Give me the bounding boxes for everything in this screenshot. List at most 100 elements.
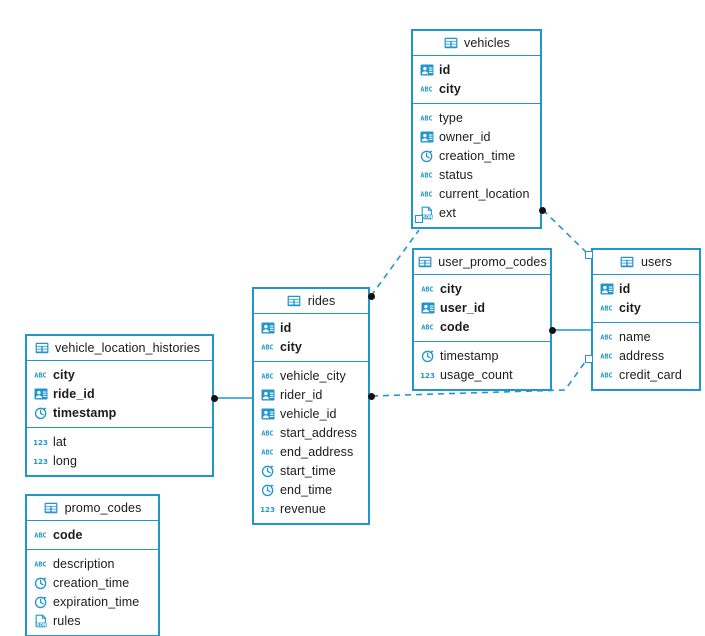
column-row[interactable]: start_time (254, 461, 368, 480)
badge-icon (260, 320, 275, 335)
column-name: start_time (280, 463, 336, 478)
column-row[interactable]: ABC city (413, 79, 540, 98)
column-name: end_address (280, 444, 354, 459)
table-header[interactable]: vehicles (413, 31, 540, 56)
abc-icon: ABC (260, 425, 275, 440)
number-icon: 123 (260, 501, 275, 516)
abc-icon: ABC (599, 300, 614, 315)
column-row[interactable]: 123 long (27, 451, 212, 470)
endpoint-marker-square-users-left (585, 355, 593, 363)
column-row[interactable]: rider_id (254, 385, 368, 404)
table-grid-icon (34, 341, 49, 356)
svg-text:JSON: JSON (420, 214, 433, 219)
column-row[interactable]: ABC vehicle_city (254, 366, 368, 385)
column-row[interactable]: 123 revenue (254, 499, 368, 518)
column-row[interactable]: timestamp (27, 403, 212, 422)
badge-icon (33, 386, 48, 401)
svg-text:123: 123 (260, 504, 275, 513)
badge-icon (419, 129, 434, 144)
column-name: city (439, 81, 461, 96)
svg-text:ABC: ABC (600, 371, 612, 379)
json-icon: JSON (33, 613, 48, 628)
clock-icon (33, 405, 48, 420)
abc-icon: ABC (260, 368, 275, 383)
column-row[interactable]: JSON rules (27, 611, 158, 630)
table-header[interactable]: vehicle_location_histories (27, 336, 212, 361)
column-row[interactable]: expiration_time (27, 592, 158, 611)
table-header[interactable]: users (593, 250, 699, 275)
table-header[interactable]: rides (254, 289, 368, 314)
column-name: rider_id (280, 387, 323, 402)
abc-icon: ABC (260, 444, 275, 459)
json-icon: JSON (419, 205, 434, 220)
column-name: code (53, 527, 83, 542)
column-row[interactable]: creation_time (27, 573, 158, 592)
abc-icon: ABC (599, 367, 614, 382)
table-header[interactable]: promo_codes (27, 496, 158, 521)
badge-icon (260, 387, 275, 402)
clock-icon (33, 594, 48, 609)
abc-icon: ABC (419, 81, 434, 96)
column-row[interactable]: ABC end_address (254, 442, 368, 461)
column-row[interactable]: timestamp (414, 346, 550, 365)
column-row[interactable]: user_id (414, 298, 550, 317)
column-name: status (439, 167, 473, 182)
column-row[interactable]: id (413, 60, 540, 79)
table-grid-icon (417, 255, 432, 270)
column-name: name (619, 329, 651, 344)
column-name: vehicle_city (280, 368, 346, 383)
table-title: vehicles (464, 36, 510, 50)
column-row[interactable]: id (593, 279, 699, 298)
column-name: rules (53, 613, 81, 628)
column-row[interactable]: vehicle_id (254, 404, 368, 423)
column-row[interactable]: end_time (254, 480, 368, 499)
column-name: revenue (280, 501, 326, 516)
column-name: id (280, 320, 292, 335)
column-row[interactable]: id (254, 318, 368, 337)
column-name: end_time (280, 482, 333, 497)
svg-text:ABC: ABC (261, 429, 273, 437)
clock-icon (260, 482, 275, 497)
column-row[interactable]: ride_id (27, 384, 212, 403)
table-title: users (640, 255, 673, 269)
column-row[interactable]: creation_time (413, 146, 540, 165)
number-icon: 123 (33, 453, 48, 468)
table-header[interactable]: user_promo_codes (414, 250, 550, 275)
column-name: long (53, 453, 78, 468)
table-grid-icon (287, 294, 302, 309)
svg-text:ABC: ABC (261, 372, 273, 380)
svg-text:ABC: ABC (420, 190, 432, 198)
abc-icon: ABC (33, 556, 48, 571)
clock-icon (33, 575, 48, 590)
column-row[interactable]: owner_id (413, 127, 540, 146)
endpoint-marker-square-vehicles-bottom (415, 215, 423, 223)
